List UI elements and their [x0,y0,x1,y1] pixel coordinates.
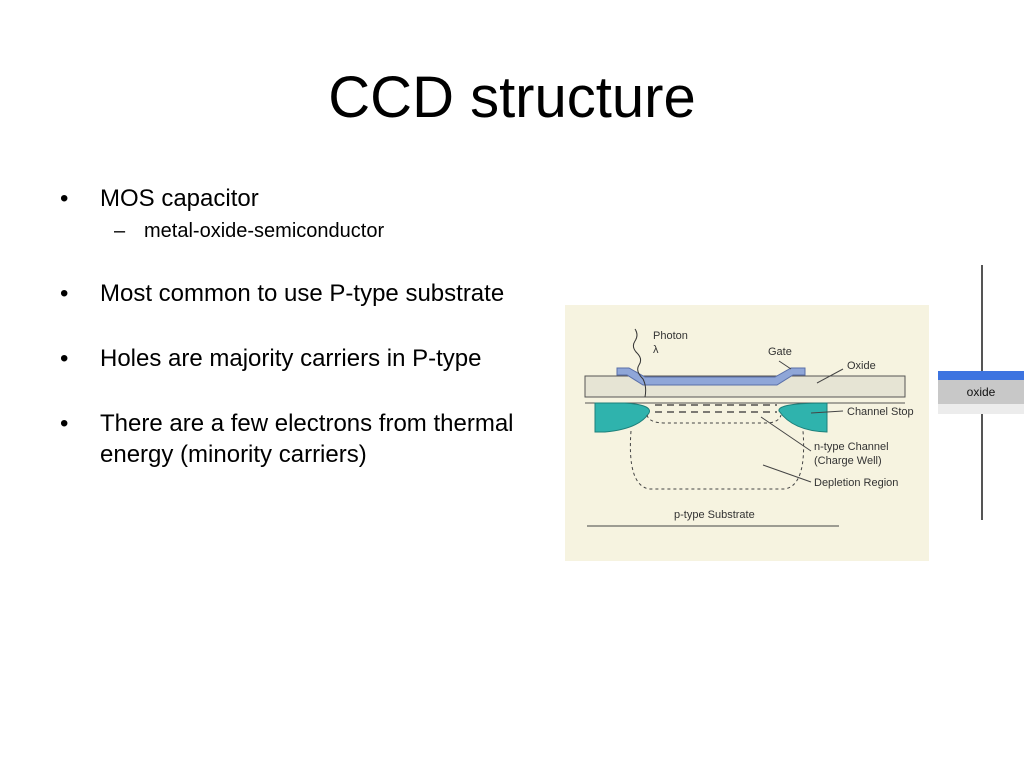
bullet-list: • MOS capacitor – metal-oxide-semiconduc… [58,183,518,504]
bullet-text: Holes are majority carriers in P-type [100,345,482,372]
photon-label: Photon [653,330,688,342]
sub-bullet-list: – metal-oxide-semiconductor [100,218,518,244]
n-channel-label: n-type Channel [814,441,889,453]
slide-title: CCD structure [328,65,696,130]
gate-electrode [616,367,806,386]
side-divider-bottom [981,414,983,520]
bullet-item-mos-capacitor: • MOS capacitor – metal-oxide-semiconduc… [58,183,518,244]
lambda-label: λ [653,344,659,356]
bullet-marker: • [60,345,69,372]
side-divider-top [981,265,983,371]
semiconductor-layer-swatch [938,404,1024,414]
oxide-layer-swatch: oxide [938,380,1024,404]
substrate-label: p-type Substrate [674,509,755,521]
sub-bullet-item: – metal-oxide-semiconductor [100,218,518,244]
bullet-text: MOS capacitor [100,185,259,212]
oxide-label: Oxide [847,360,876,372]
charge-well-label: (Charge Well) [814,455,882,467]
depletion-region-outline [629,430,805,490]
charge-well-outline [646,414,782,424]
bullet-marker: • [60,410,69,437]
n-channel-leader [760,416,812,452]
bullet-item-holes-majority: • Holes are majority carriers in P-type [58,343,518,374]
bullet-marker: • [60,280,69,307]
depletion-leader [762,464,812,483]
bullet-item-p-type-substrate: • Most common to use P-type substrate [58,278,518,309]
ccd-diagram-svg: Photon λ Gate Oxide Channel Stop n-type … [584,328,914,527]
oxide-leader [816,368,844,384]
channel-stop-leader [810,410,844,414]
bullet-item-thermal-electrons: • There are a few electrons from thermal… [58,408,518,470]
gate-label: Gate [768,346,792,358]
ccd-diagram: Photon λ Gate Oxide Channel Stop n-type … [565,305,929,561]
channel-stop-left [594,402,650,433]
depletion-label: Depletion Region [814,477,898,489]
gate-leader [778,360,792,370]
metal-layer-swatch [938,371,1024,380]
channel-stop-right [778,402,828,433]
sub-bullet-marker: – [114,220,126,242]
bullet-text: There are a few electrons from thermal e… [100,410,514,468]
bullet-text: Most common to use P-type substrate [100,280,505,307]
photon-path [632,328,647,398]
sub-bullet-text: metal-oxide-semiconductor [144,220,385,242]
channel-stop-label: Channel Stop [847,406,914,418]
bullet-marker: • [60,185,69,212]
